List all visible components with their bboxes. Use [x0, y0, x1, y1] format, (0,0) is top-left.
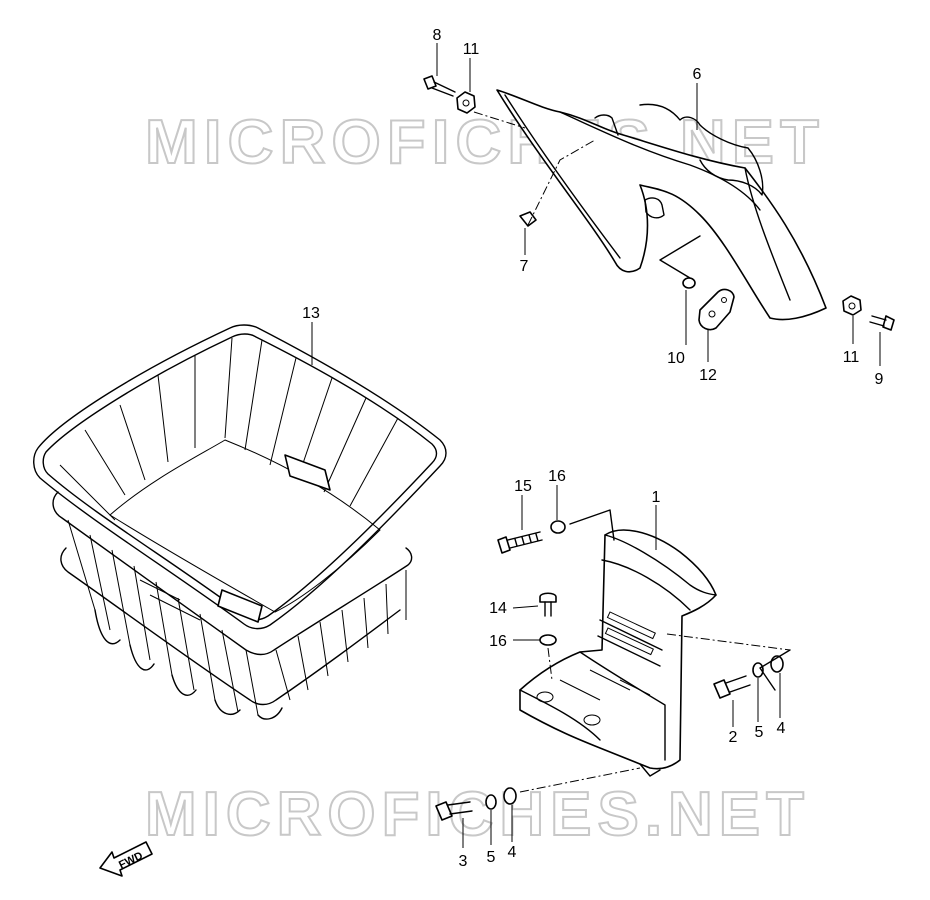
screw-part-14 — [539, 592, 557, 617]
bolt-part-2 — [713, 675, 751, 699]
callout-13: 13 — [302, 305, 320, 322]
callout-10: 10 — [667, 350, 685, 367]
fwd-label: FWD — [117, 850, 145, 872]
callout-2: 2 — [729, 729, 738, 746]
callout-14: 14 — [489, 600, 507, 617]
callout-7: 7 — [520, 258, 529, 275]
carrier-bracket-part-1 — [519, 529, 717, 777]
callout-11-top: 11 — [463, 41, 480, 58]
bracket-part-12 — [698, 288, 735, 331]
callout-6: 6 — [693, 66, 702, 83]
washer-part-5-right — [752, 662, 764, 678]
nut-part-11-top — [456, 91, 476, 114]
callout-3: 3 — [459, 853, 468, 870]
screw-part-15 — [497, 531, 543, 554]
clip-part-7 — [519, 211, 537, 227]
washer-part-4-bottom — [503, 787, 517, 805]
callout-5-right: 5 — [755, 724, 764, 741]
callout-11-right: 11 — [843, 349, 860, 366]
bolt-part-8 — [423, 75, 456, 97]
bolt-part-9 — [869, 315, 895, 331]
callout-5-bottom: 5 — [487, 849, 496, 866]
callout-16-upper: 16 — [548, 468, 566, 485]
washer-part-5-bottom — [485, 794, 497, 810]
callout-16-lower: 16 — [489, 633, 507, 650]
bolt-part-3 — [435, 801, 473, 821]
washer-part-10 — [682, 277, 696, 289]
rear-fender-part-6 — [496, 89, 827, 321]
callout-9: 9 — [875, 371, 884, 388]
callout-15: 15 — [514, 478, 532, 495]
leader-lines — [311, 43, 881, 848]
wire-basket-part-13 — [33, 324, 447, 720]
callout-4-right: 4 — [777, 720, 786, 737]
callout-4-bottom: 4 — [508, 844, 517, 861]
callout-1: 1 — [652, 489, 661, 506]
fwd-arrow-icon: FWD — [99, 841, 153, 877]
nut-part-11-right — [842, 295, 862, 316]
washer-part-16-lower — [539, 634, 557, 646]
washer-part-16-upper — [550, 520, 566, 534]
callout-12: 12 — [699, 367, 717, 384]
callout-8: 8 — [433, 27, 442, 44]
watermark-bottom: MICROFICHES.NET — [145, 780, 810, 849]
